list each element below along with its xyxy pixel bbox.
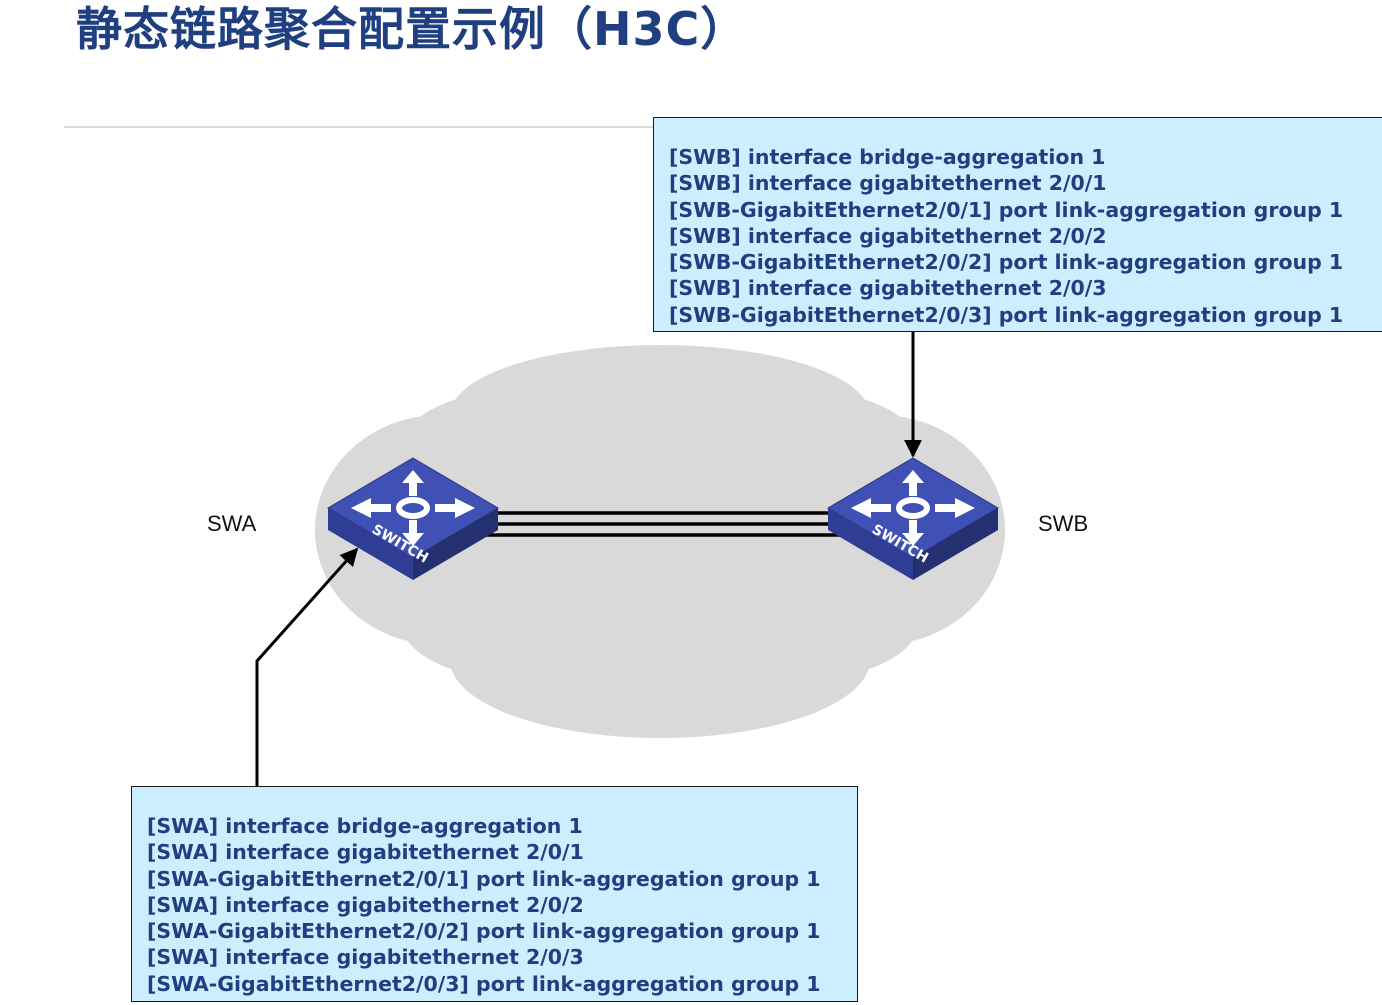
swa-config-box: [SWA] interface bridge-aggregation 1 [SW… <box>131 786 858 1002</box>
config-line: [SWA] interface gigabitethernet 2/0/3 <box>147 945 584 970</box>
config-line: [SWB] interface gigabitethernet 2/0/3 <box>669 276 1107 301</box>
swb-config-box: [SWB] interface bridge-aggregation 1 [SW… <box>653 117 1382 332</box>
config-line: [SWB-GigabitEthernet2/0/3] port link-agg… <box>669 302 1344 327</box>
switch-icon: SWITCH <box>328 458 498 580</box>
config-line: [SWB] interface gigabitethernet 2/0/2 <box>669 223 1107 248</box>
title-divider <box>64 126 664 128</box>
config-line: [SWA] interface bridge-aggregation 1 <box>147 814 583 838</box>
switch-icon: SWITCH <box>828 458 998 580</box>
config-line: [SWA] interface gigabitethernet 2/0/2 <box>147 892 584 917</box>
aggregated-links <box>486 511 840 537</box>
config-line: [SWA-GigabitEthernet2/0/2] port link-agg… <box>147 919 821 944</box>
config-line: [SWA] interface gigabitethernet 2/0/1 <box>147 840 584 865</box>
device-label-swa: SWA <box>207 511 257 536</box>
config-line: [SWA-GigabitEthernet2/0/1] port link-agg… <box>147 866 821 891</box>
config-line: [SWB-GigabitEthernet2/0/2] port link-agg… <box>669 250 1344 275</box>
swa-callout-arrow <box>255 547 359 786</box>
config-line: [SWB-GigabitEthernet2/0/1] port link-agg… <box>669 197 1344 222</box>
page-title: 静态链路聚合配置示例（H3C） <box>76 2 748 56</box>
config-line: [SWB] interface bridge-aggregation 1 <box>669 145 1106 169</box>
config-line: [SWB] interface gigabitethernet 2/0/1 <box>669 171 1107 196</box>
device-label-swb: SWB <box>1038 511 1089 536</box>
config-line: [SWA-GigabitEthernet2/0/3] port link-agg… <box>147 971 821 996</box>
